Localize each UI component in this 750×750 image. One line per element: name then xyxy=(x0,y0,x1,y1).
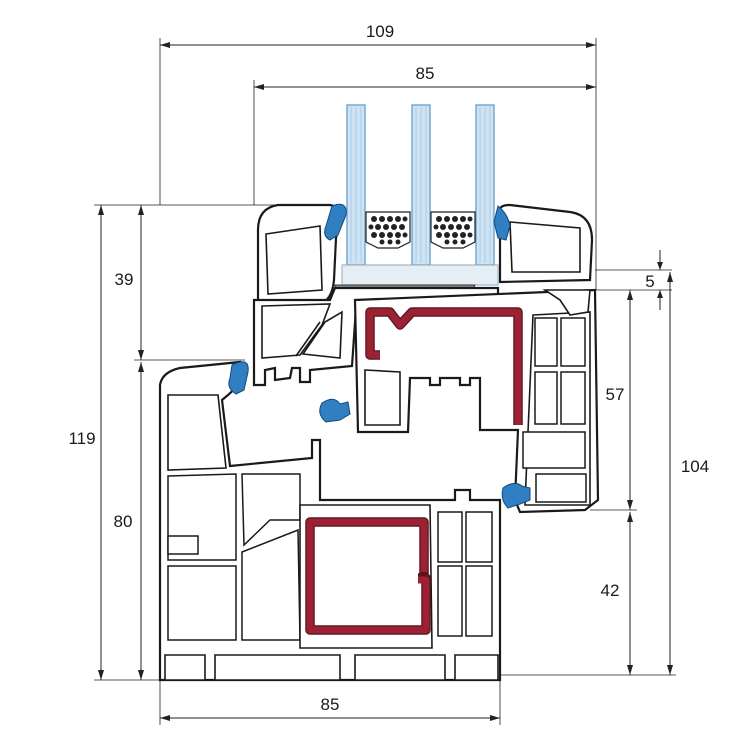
frame-outer-gasket xyxy=(228,361,249,395)
glass-panes xyxy=(346,104,495,266)
frame-steel-reinforcement xyxy=(306,518,430,634)
label-frame-lower: 80 xyxy=(114,512,133,531)
label-sash-profile: 57 xyxy=(606,385,625,404)
dimension-labels: 109 85 39 119 80 5 57 42 104 85 xyxy=(68,22,709,714)
glass-edge-seal xyxy=(341,264,499,286)
dimension-lines xyxy=(94,38,676,725)
inner-glazing-gasket xyxy=(493,205,511,241)
glass-spacers xyxy=(365,211,476,249)
label-overlap: 5 xyxy=(645,272,654,291)
label-overall-width: 109 xyxy=(366,22,394,41)
inner-frame-gasket xyxy=(501,482,531,509)
gaskets xyxy=(228,203,531,509)
sash-steel-reinforcement xyxy=(366,308,522,425)
label-total-height-left: 119 xyxy=(68,429,95,448)
middle-seal-gasket xyxy=(319,398,351,423)
label-glazing-width: 85 xyxy=(416,64,435,83)
sash-profile xyxy=(252,203,594,387)
label-right-total: 104 xyxy=(681,457,709,476)
steel-reinforcements xyxy=(305,307,523,635)
sash-core xyxy=(353,288,600,514)
label-frame-profile: 42 xyxy=(601,581,620,600)
label-frame-width: 85 xyxy=(321,695,340,714)
label-sash-height: 39 xyxy=(115,270,134,289)
outer-glazing-gasket xyxy=(324,203,347,241)
